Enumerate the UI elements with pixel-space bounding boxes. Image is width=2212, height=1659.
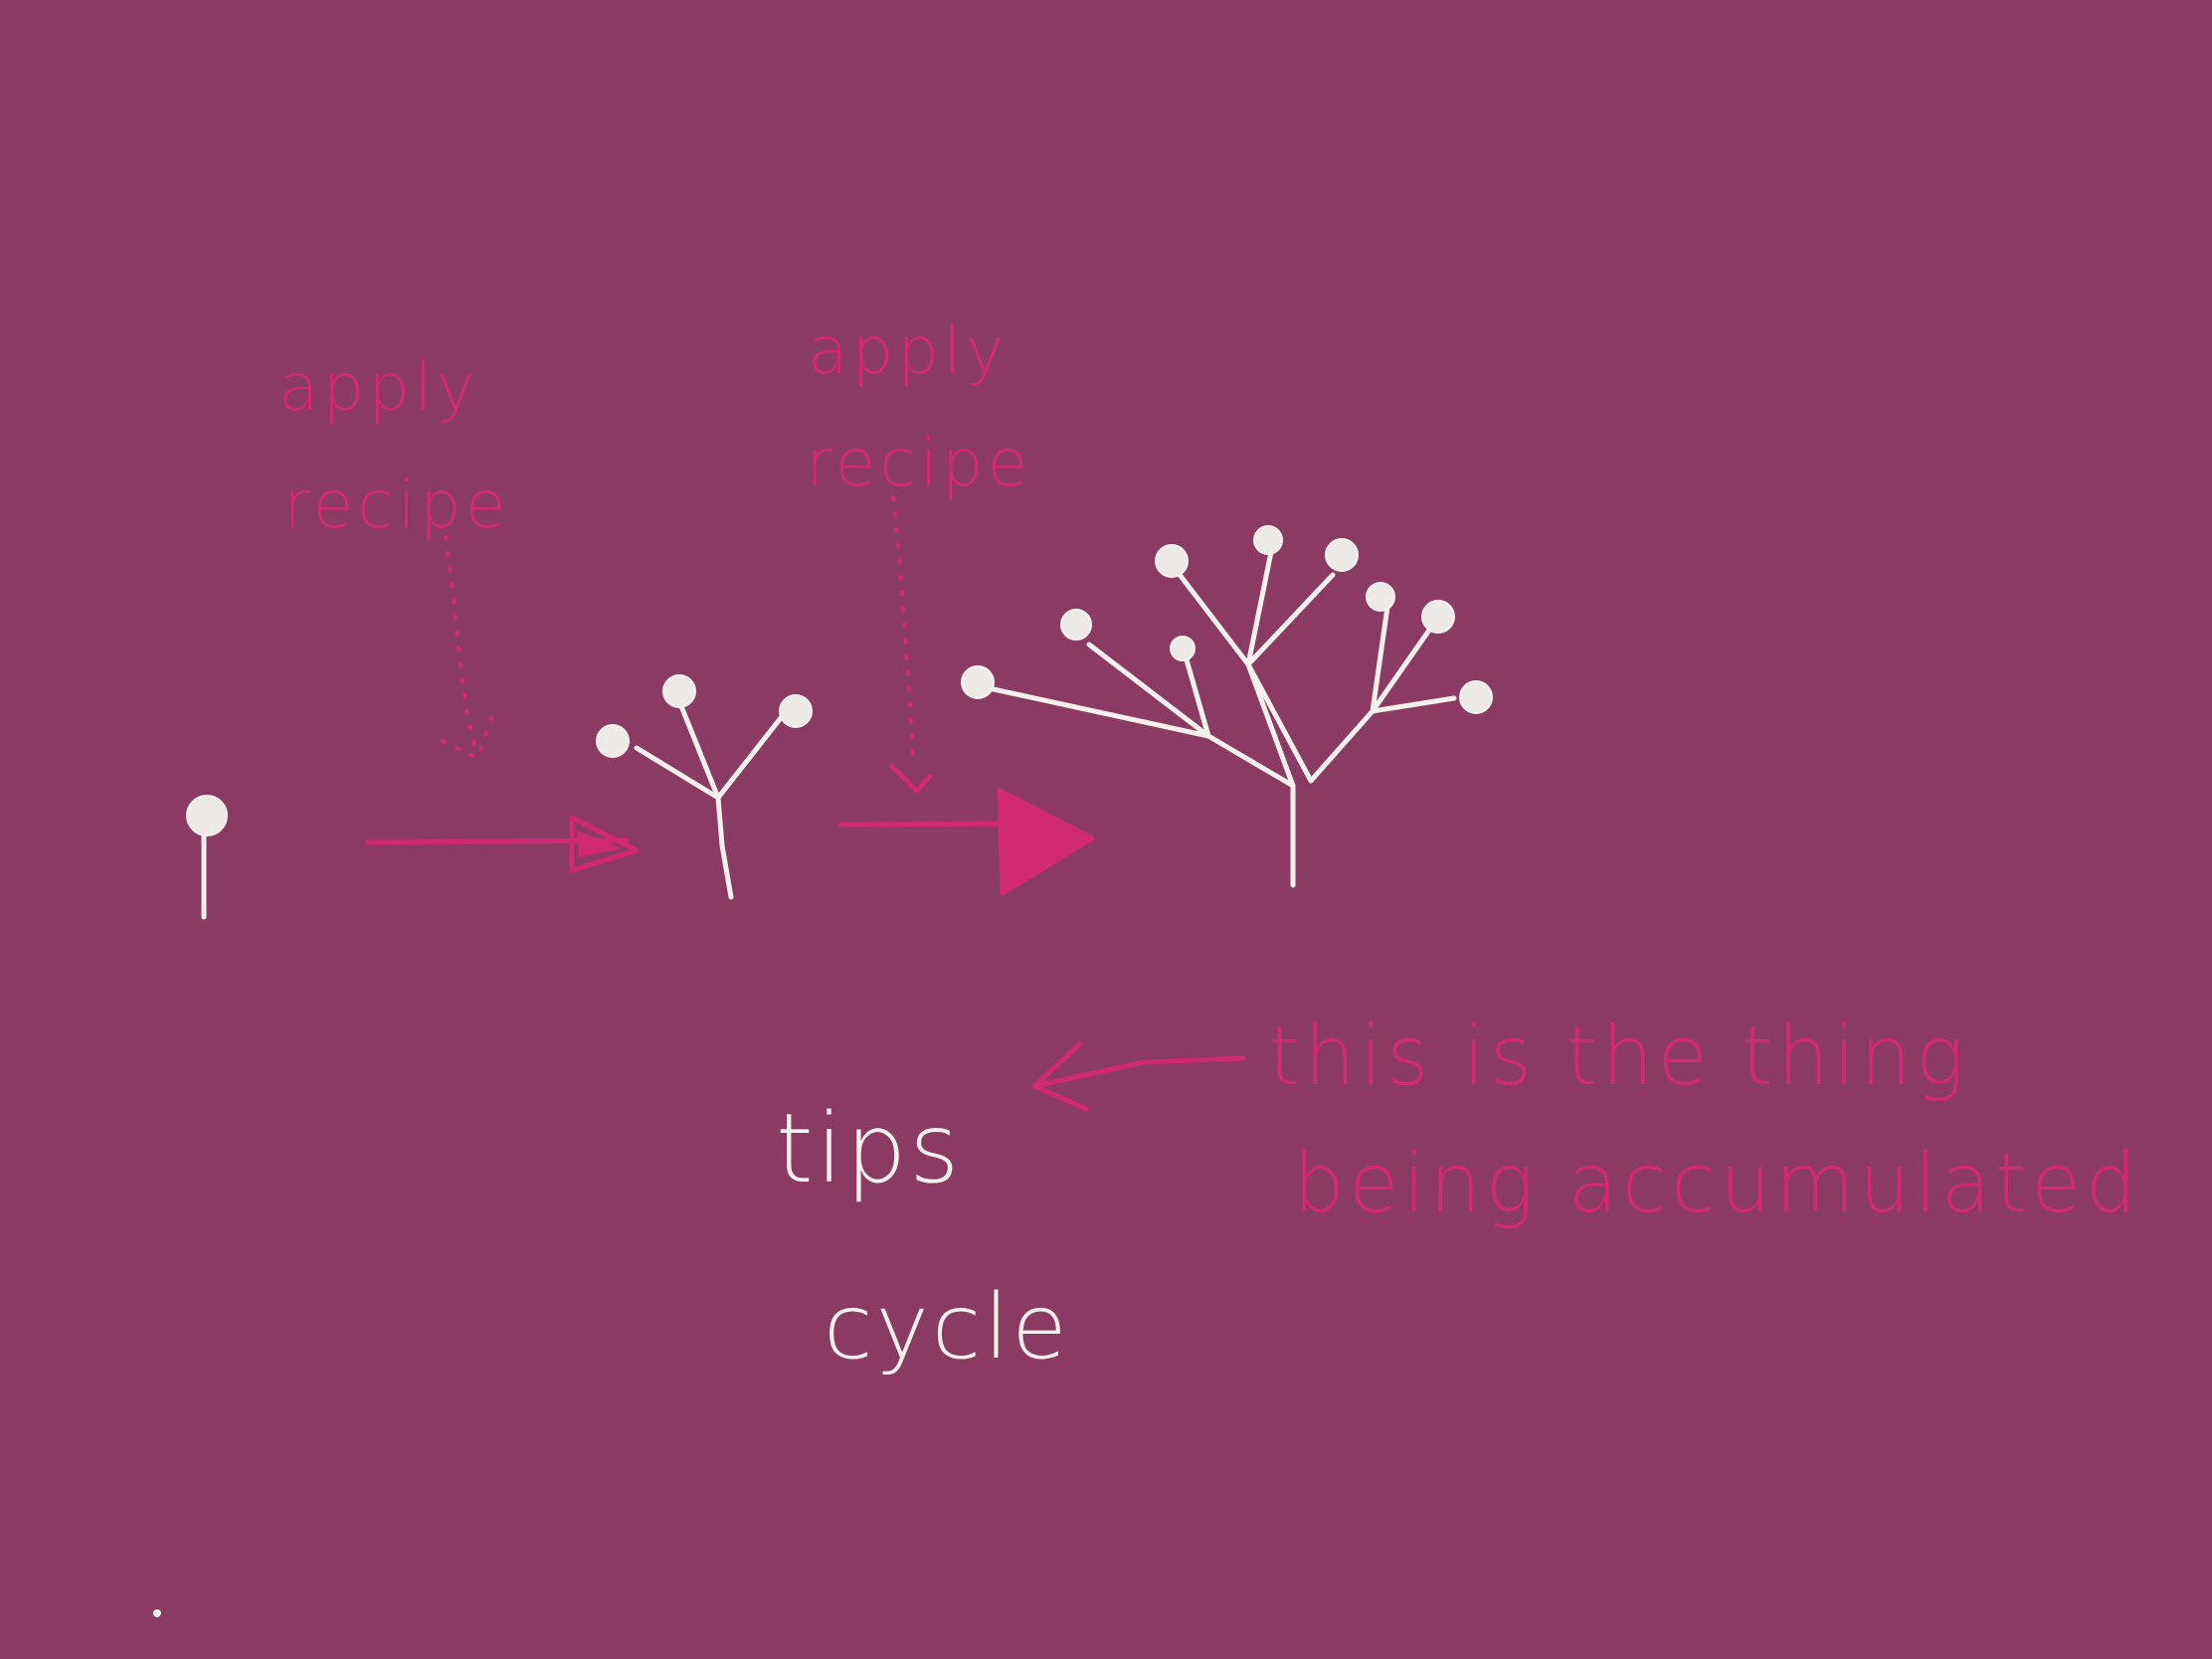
stage-3-tip	[1253, 525, 1283, 555]
arrow-stage-1-to-2	[365, 815, 640, 873]
stage-3-tip	[1170, 636, 1196, 661]
arrow-head-fill	[997, 788, 1095, 896]
note-line-1: this is the thing	[1268, 1010, 1968, 1104]
stage-3-twig	[1183, 653, 1211, 739]
stage-3-branch-mid-main	[1245, 661, 1296, 789]
stage-3-twig	[1370, 604, 1390, 714]
stage-3-tip	[1155, 544, 1189, 578]
stage-3-tip	[1060, 609, 1092, 641]
stage-2-tip-left	[596, 724, 630, 758]
stage-3-tip	[1459, 680, 1493, 714]
stage-3-branch-right-main	[1308, 708, 1376, 784]
stage-2-tree	[596, 674, 813, 900]
stage-3-branch-mid-lower	[1245, 661, 1314, 784]
stage-3-tip	[961, 665, 995, 699]
stage-3-tip	[1421, 600, 1455, 634]
annotation-arrow-shaft	[1031, 1055, 1246, 1089]
apply-recipe-1: apply recipe	[278, 349, 509, 761]
stage-2-branch-right	[715, 711, 787, 801]
apply-recipe-2: apply recipe	[806, 312, 1031, 794]
tips-cycle-label: tips cycle	[776, 1093, 1070, 1380]
seed-tip	[186, 795, 228, 836]
apply-recipe-2-dotted-head	[888, 763, 933, 794]
arrow-head-outline	[569, 815, 640, 873]
apply-recipe-2-word-apply: apply	[808, 312, 1009, 389]
stray-dot	[153, 1609, 161, 1617]
stage-1-seed	[186, 795, 228, 920]
apply-recipe-1-dotted-arrow	[444, 535, 477, 753]
stage-3-twig	[1245, 549, 1274, 667]
annotation-note: this is the thing being accumulated	[1268, 1010, 2140, 1231]
apply-recipe-2-word-recipe: recipe	[806, 425, 1031, 501]
stage-2-tip-right	[779, 694, 813, 728]
note-line-2: being accumulated	[1293, 1137, 2140, 1231]
annotation-arrow	[1031, 1041, 1246, 1112]
stage-3-tip	[1325, 538, 1359, 572]
stage-3-twig	[1171, 564, 1251, 667]
stage-3-branch-left-main	[1205, 733, 1296, 789]
apply-recipe-1-word-recipe: recipe	[283, 466, 509, 543]
stage-3-twig	[1086, 642, 1211, 739]
annotation-arrow-head	[1031, 1041, 1089, 1112]
stage-2-trunk	[715, 795, 734, 900]
apply-recipe-1-dotted-head	[441, 714, 494, 761]
stage-3-tip	[1366, 582, 1395, 612]
stage-2-branch-mid	[678, 703, 721, 801]
label-tips: tips	[776, 1093, 962, 1204]
arrow-head-fill	[577, 830, 622, 857]
stage-3-twig	[1370, 695, 1457, 714]
apply-recipe-2-dotted-arrow	[891, 495, 915, 758]
arrow-stage-2-to-3	[837, 788, 1095, 896]
stage-2-branch-left	[634, 745, 721, 801]
stage-3-twig	[1245, 572, 1336, 667]
stage-3-twig	[977, 683, 1211, 739]
stage-2-tip-mid	[662, 674, 696, 708]
apply-recipe-1-word-apply: apply	[278, 349, 479, 426]
stage-3-tree	[961, 525, 1493, 888]
label-cycle: cycle	[824, 1275, 1070, 1380]
stage-3-twig	[1370, 626, 1433, 714]
